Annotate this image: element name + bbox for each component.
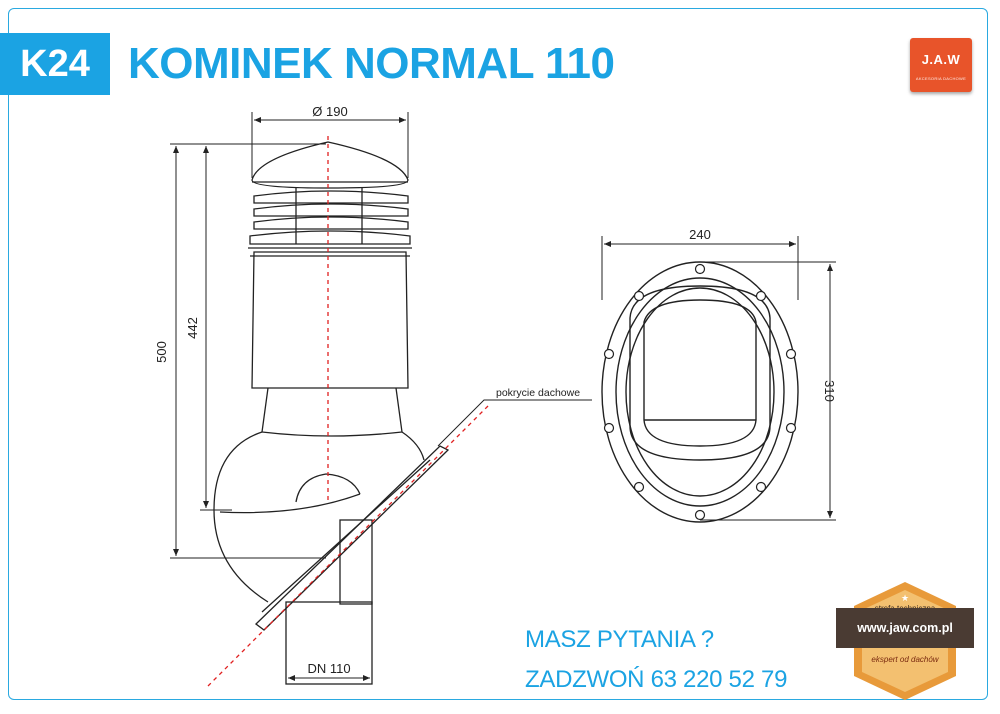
vent-cap: [251, 141, 409, 189]
side-view: [213, 141, 450, 685]
pipe-dn110: [285, 601, 373, 685]
dim-pipe-label: DN 110: [307, 661, 350, 676]
svg-text:★: ★: [901, 593, 909, 603]
brand-logo[interactable]: J.A.W AKCESORIA DACHOWE: [910, 38, 972, 92]
dim-upper-height: [200, 146, 232, 511]
contact-phone[interactable]: ZADZWOŃ 63 220 52 79: [525, 666, 788, 693]
vent-body: [251, 251, 409, 389]
flange-opening: [629, 285, 771, 461]
dim-upper-height-label: 442: [185, 317, 200, 339]
badge-bottom-text: ekspert od dachów: [871, 655, 939, 664]
page-title: KOMINEK NORMAL 110: [128, 39, 615, 88]
dim-flange-width: [601, 236, 799, 300]
product-code-badge: K24: [0, 33, 110, 95]
dim-flange-height: [700, 261, 836, 521]
dim-flange-height-label: 310: [822, 380, 837, 402]
roof-leader: [437, 399, 592, 447]
vent-louvres: [249, 188, 411, 245]
dim-top-diameter-label: Ø 190: [312, 104, 347, 119]
page-frame: [8, 8, 988, 700]
badge-url[interactable]: www.jaw.com.pl: [836, 608, 974, 648]
product-code: K24: [20, 43, 90, 85]
top-view-flange: [601, 261, 799, 523]
contact-question: MASZ PYTANIA ?: [525, 626, 714, 653]
dim-total-height-label: 500: [154, 341, 169, 363]
dim-total-height: [170, 143, 326, 559]
logo-subtext: AKCESORIA DACHOWE: [915, 76, 967, 81]
roof-flange: [255, 445, 450, 631]
tech-zone-badge[interactable]: strefa techniczna www.jaw.com.pl ekspert…: [836, 578, 974, 690]
vent-collar: [261, 387, 403, 437]
roof-line: [207, 403, 491, 687]
logo-text: J.A.W: [921, 52, 961, 67]
roof-label: pokrycie dachowe: [496, 387, 580, 399]
dim-top-diameter: [251, 112, 409, 178]
dim-flange-width-label: 240: [689, 227, 711, 242]
flange-bolts: [603, 263, 797, 521]
vent-elbow: [213, 431, 269, 603]
